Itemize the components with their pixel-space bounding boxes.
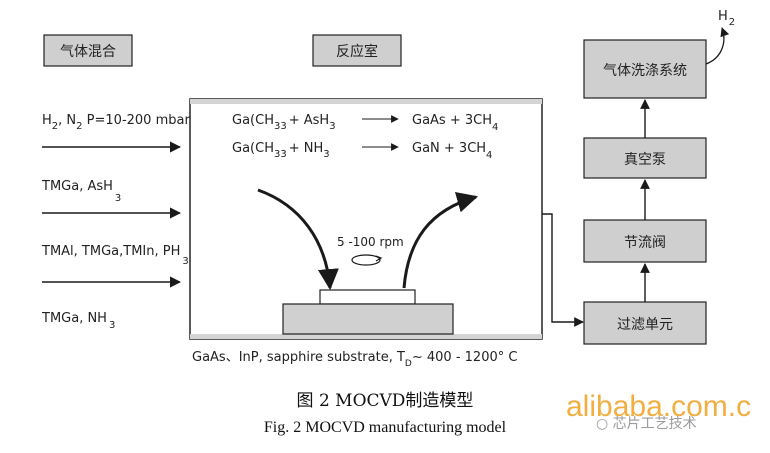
reaction-2-products: GaN + 3CH4 (412, 141, 492, 161)
gas-flow-down-arrow (257, 188, 339, 291)
reaction-2-reactants: Ga(CH33+ NH3 (232, 141, 330, 160)
rotation-icon (351, 254, 383, 266)
h2-exhaust-label: H2 (718, 9, 735, 28)
input-label-tmga-ash3: TMGa, AsH3 (41, 179, 121, 204)
input-label-h2-n2: H2, N2 P=10-200 mbar (42, 113, 190, 132)
vacuum-pump-label: 真空泵 (624, 152, 666, 168)
figure-caption-chinese: 图 2 MOCVD制造模型 (296, 391, 474, 411)
filter-unit-label: 过滤单元 (617, 317, 673, 333)
throttle-valve-box: 节流阀 (583, 219, 707, 263)
vacuum-pump-box: 真空泵 (583, 137, 707, 179)
reaction-chamber-box: 反应室 (312, 34, 402, 67)
reaction-1-products: GaAs + 3CH4 (412, 113, 498, 133)
gas-mixing-box: 气体混合 (43, 34, 133, 67)
scrubber-box: 气体洗涤系统 (583, 39, 707, 99)
susceptor (282, 303, 454, 335)
figure-caption-english: Fig. 2 MOCVD manufacturing model (263, 419, 507, 436)
substrate-caption: GaAs、InP, sapphire substrate, TD~ 400 - … (192, 350, 517, 369)
gas-mixing-label: 气体混合 (60, 44, 116, 60)
exhaust-line (542, 213, 584, 327)
scrubber-label: 气体洗涤系统 (603, 63, 687, 79)
rotation-speed-label: 5 -100 rpm (337, 235, 404, 249)
substrate-wafer (319, 289, 416, 305)
filter-unit-box: 过滤单元 (583, 301, 707, 345)
wechat-source-tag: ○ 芯片工艺技术 (596, 413, 697, 433)
h2-exhaust-arrow (705, 27, 730, 65)
reaction-chamber-label: 反应室 (336, 43, 378, 60)
reaction-1-reactants: Ga(CH33+ AsH3 (232, 113, 336, 132)
wechat-icon: ○ (596, 416, 609, 432)
wechat-source-text: 芯片工艺技术 (612, 416, 697, 432)
alibaba-watermark: alibaba.com.c (566, 390, 752, 423)
gas-flow-up-arrow (402, 192, 479, 289)
throttle-valve-label: 节流阀 (624, 235, 666, 251)
input-label-tmal-ph3: TMAl, TMGa,TMIn, PH3 (41, 244, 189, 267)
